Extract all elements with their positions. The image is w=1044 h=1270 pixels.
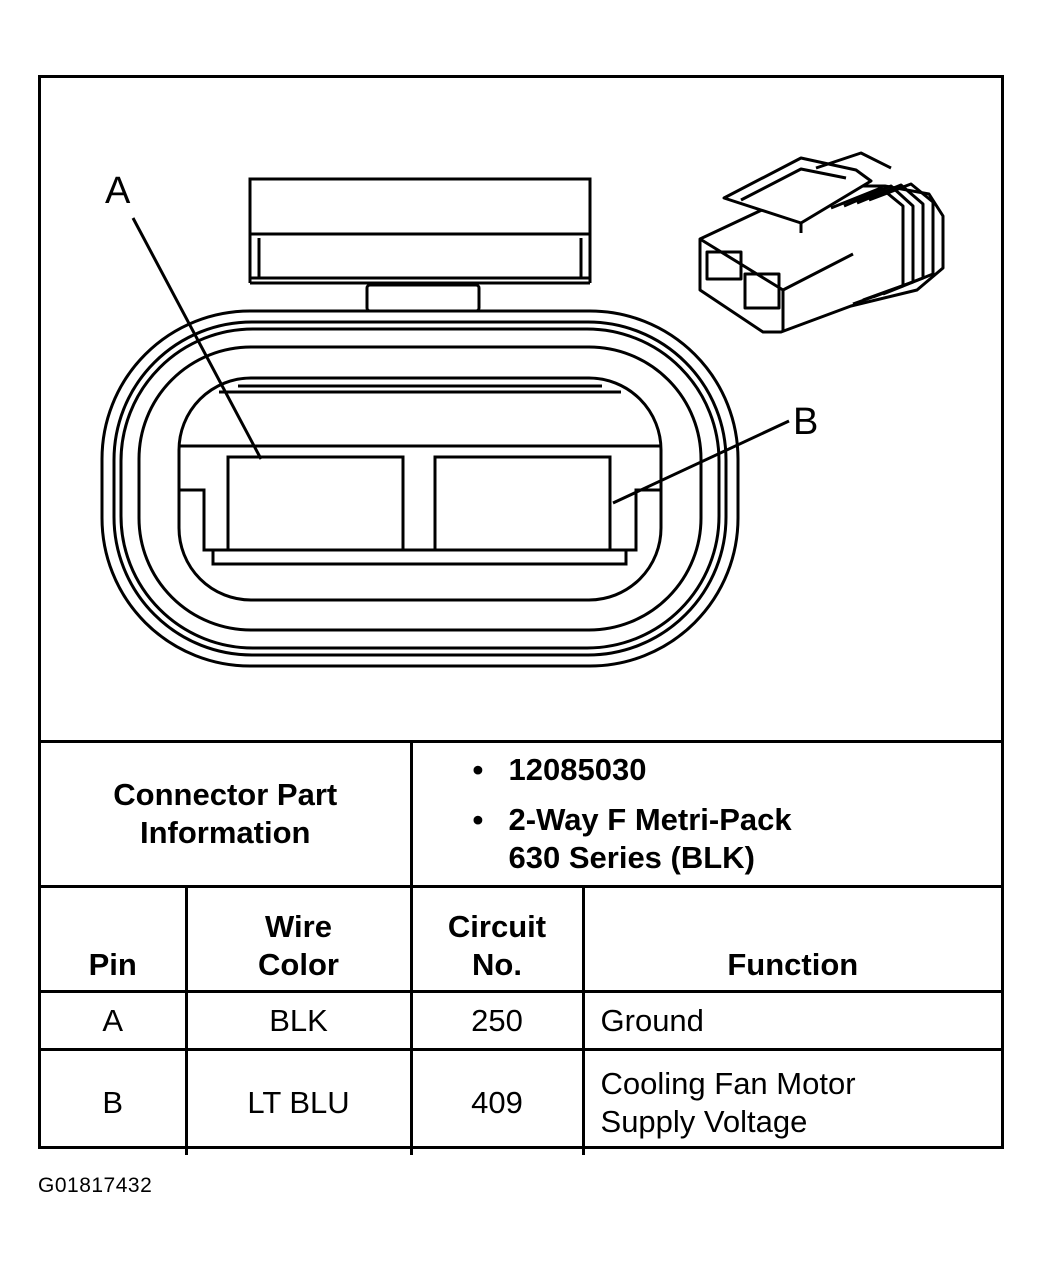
cell-pin: B	[41, 1048, 188, 1155]
callout-b-leader	[612, 419, 790, 505]
connector-part-info-values: • 12085030 • 2-Way F Metri-Pack 630 Seri…	[409, 740, 1002, 888]
cell-function: Ground	[581, 990, 1002, 1051]
table-row: A BLK 250 Ground	[41, 990, 1002, 1051]
part-description-line2: 630 Series (BLK)	[508, 840, 755, 875]
connector-part-info-row: Connector Part Information • 12085030 • …	[41, 740, 1002, 888]
cell-wire-color: LT BLU	[184, 1048, 413, 1155]
callout-a-label: A	[105, 170, 131, 212]
table-row: B LT BLU 409 Cooling Fan Motor Supply Vo…	[41, 1048, 1002, 1155]
connector-figure-frame: A B	[38, 75, 1004, 1155]
cell-function: Cooling Fan Motor Supply Voltage	[581, 1048, 1002, 1155]
connector-face-diagram: A B	[41, 78, 1001, 740]
connector-part-info-label: Connector Part Information	[41, 740, 413, 888]
part-description-line1: 2-Way F Metri-Pack	[508, 802, 792, 837]
part-number: 12085030	[508, 752, 647, 787]
header-wire-color-line1: Wire	[265, 909, 332, 944]
cell-circuit: 409	[409, 1048, 585, 1155]
bullet-icon: •	[472, 752, 484, 787]
header-pin-text: Pin	[88, 947, 137, 982]
connector-body	[100, 309, 740, 668]
cell-circuit: 250	[409, 990, 585, 1051]
callout-b-label: B	[793, 401, 818, 443]
connector-part-info-label-line1: Connector Part	[113, 777, 338, 812]
header-circuit: Circuit No.	[409, 885, 585, 993]
terminal-cavity-b	[433, 455, 612, 552]
header-function: Function	[581, 885, 1002, 993]
cell-wire-color: BLK	[184, 990, 413, 1051]
cell-function-line2: Supply Voltage	[600, 1104, 808, 1139]
header-wire-color-line2: Color	[258, 947, 339, 982]
header-circuit-line1: Circuit	[447, 909, 547, 944]
part-description-item: • 2-Way F Metri-Pack 630 Series (BLK)	[473, 801, 1002, 877]
bullet-icon: •	[472, 802, 484, 837]
header-wire-color: Wire Color	[184, 885, 413, 993]
pinout-header-row: Pin Wire Color Circuit No. Function	[41, 885, 1002, 993]
terminal-cavity-a	[226, 455, 405, 552]
header-pin: Pin	[41, 885, 188, 993]
cell-function-line1: Cooling Fan Motor	[600, 1066, 856, 1101]
connector-part-info-label-line2: Information	[140, 815, 311, 850]
header-circuit-line2: No.	[472, 947, 522, 982]
cell-function-line1: Ground	[600, 1002, 704, 1038]
connector-latch	[248, 177, 592, 313]
header-function-text: Function	[727, 947, 859, 982]
connector-isometric-icon	[698, 151, 945, 334]
cell-pin: A	[41, 990, 188, 1051]
callout-a-leader	[131, 217, 263, 460]
connector-pinout-table: Connector Part Information • 12085030 • …	[41, 740, 1002, 1155]
figure-id: G01817432	[38, 1174, 153, 1197]
part-number-item: • 12085030	[473, 751, 1002, 789]
